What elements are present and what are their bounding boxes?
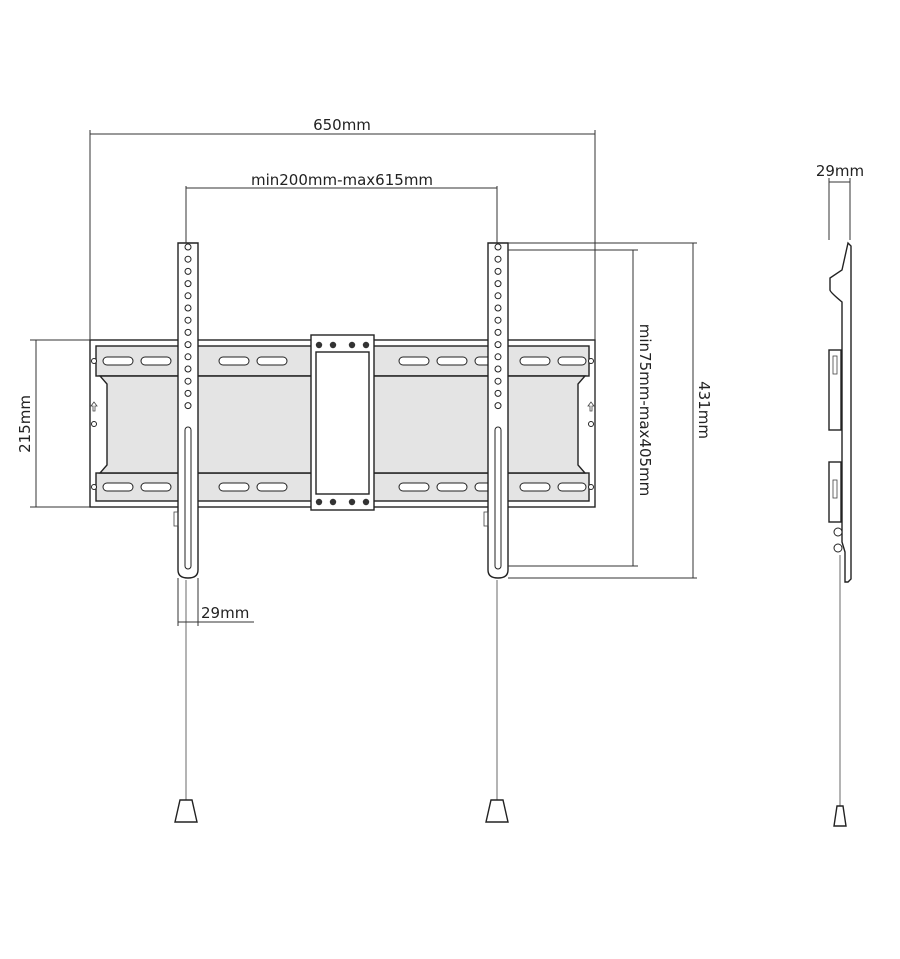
centre-plate [310,334,375,511]
arm-mounting-hole [494,267,502,275]
arm-mounting-hole [494,280,502,288]
label-arm-spacing: min200mm-max615mm [251,171,433,189]
dim-arm-width: 29mm [177,578,254,626]
arm-mounting-hole [184,353,192,361]
left-arm-outline [177,242,199,579]
arm-mounting-hole [184,316,192,324]
right-pull-tab [485,799,509,823]
left-arm-lock [173,511,179,527]
dim-vertical-range: min75mm-max405mm [508,249,654,567]
label-overall-width: 650mm [313,116,371,134]
dim-arm-height: 431mm [508,242,713,579]
arm-mounting-hole [494,304,502,312]
arm-mounting-hole [184,243,192,251]
side-pivot [833,527,843,537]
arm-mounting-hole [494,316,502,324]
arm-mounting-hole [184,328,192,336]
arm-mounting-hole [494,389,502,397]
arm-mounting-hole [494,292,502,300]
arm-mounting-hole [494,353,502,361]
right-vertical-arm [483,242,509,823]
side-lock-knob [833,543,843,553]
right-arm-slot [494,426,502,570]
arm-mounting-hole [184,304,192,312]
arm-mounting-hole [494,243,502,251]
label-arm-height: 431mm [695,381,713,439]
dim-frame-height: 215mm [16,339,90,508]
left-vertical-arm [173,242,199,823]
side-pull-tab [833,805,847,827]
arm-mounting-hole [184,389,192,397]
arm-mounting-hole [494,365,502,373]
right-arm-lock [483,511,489,527]
dim-arm-spacing: min200mm-max615mm [185,171,498,243]
side-hook-upper [832,355,838,375]
bottom-rail-slots [102,482,587,492]
arm-mounting-hole [184,280,192,288]
side-view: 29mm [816,162,864,827]
dim-overall-width: 650mm [89,116,596,500]
arm-mounting-hole [494,402,502,410]
arm-mounting-hole [184,341,192,349]
arm-mounting-hole [494,377,502,385]
top-rail-slots [102,356,587,366]
side-wall-plate-upper [828,349,842,431]
left-arm-slot [184,426,192,570]
side-hook-lower [832,479,838,499]
arm-mounting-hole [184,255,192,263]
right-arm-outline [487,242,509,579]
left-arm-holes [184,243,192,410]
centre-plate-inner [315,351,370,495]
arm-mounting-hole [494,328,502,336]
arm-mounting-hole [184,292,192,300]
arm-mounting-hole [494,255,502,263]
side-arm-profile [829,241,852,583]
label-frame-height: 215mm [16,395,34,453]
arm-mounting-hole [184,377,192,385]
arm-mounting-hole [184,402,192,410]
left-pull-tab [174,799,198,823]
arm-mounting-hole [184,267,192,275]
right-arm-holes [494,243,502,410]
arm-mounting-hole [494,341,502,349]
label-side-depth: 29mm [816,162,864,180]
label-arm-width: 29mm [201,604,249,622]
side-wall-plate-lower [828,461,842,523]
label-vertical-range: min75mm-max405mm [636,324,654,497]
arm-mounting-hole [184,365,192,373]
side-fixings [90,358,595,490]
